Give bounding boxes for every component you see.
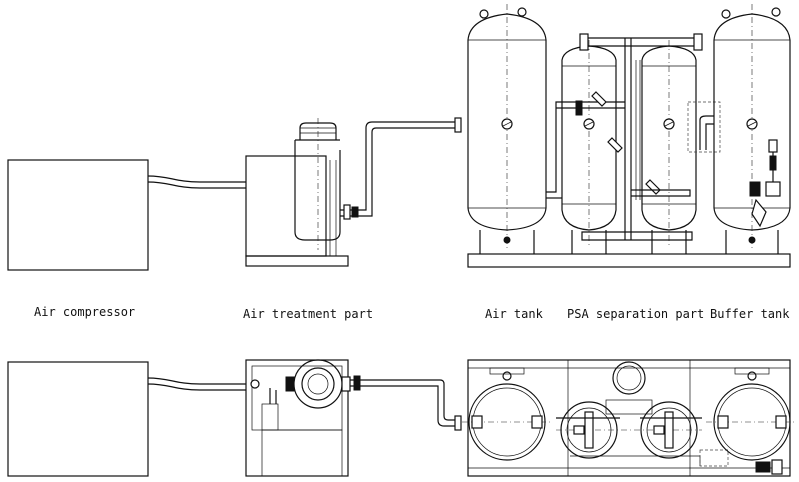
hose-front	[147, 175, 246, 189]
label-buffer-tank: Buffer tank	[710, 307, 790, 321]
psa-towers-top	[556, 361, 729, 467]
air-tank-front	[467, 4, 547, 254]
label-psa-separation: PSA separation part	[567, 307, 704, 321]
psa-tower-left-front	[561, 40, 617, 245]
air-tank-top	[462, 367, 552, 461]
buffer-tank-front	[713, 4, 791, 254]
pipe-top	[350, 375, 462, 431]
hose-top	[147, 377, 246, 391]
psa-piping-front	[546, 33, 721, 254]
buffer-tank-top	[706, 367, 796, 475]
air-compressor-front	[7, 159, 149, 271]
label-air-tank: Air tank	[485, 307, 544, 321]
skid-front	[467, 253, 791, 268]
air-compressor-top	[7, 361, 149, 477]
label-air-treatment: Air treatment part	[243, 307, 373, 321]
label-air-compressor: Air compressor	[34, 305, 135, 319]
air-treatment-top	[245, 359, 351, 477]
pipe-treatment-to-tank	[340, 117, 462, 220]
psa-tower-right-front	[641, 40, 697, 245]
air-treatment-front	[245, 118, 349, 267]
